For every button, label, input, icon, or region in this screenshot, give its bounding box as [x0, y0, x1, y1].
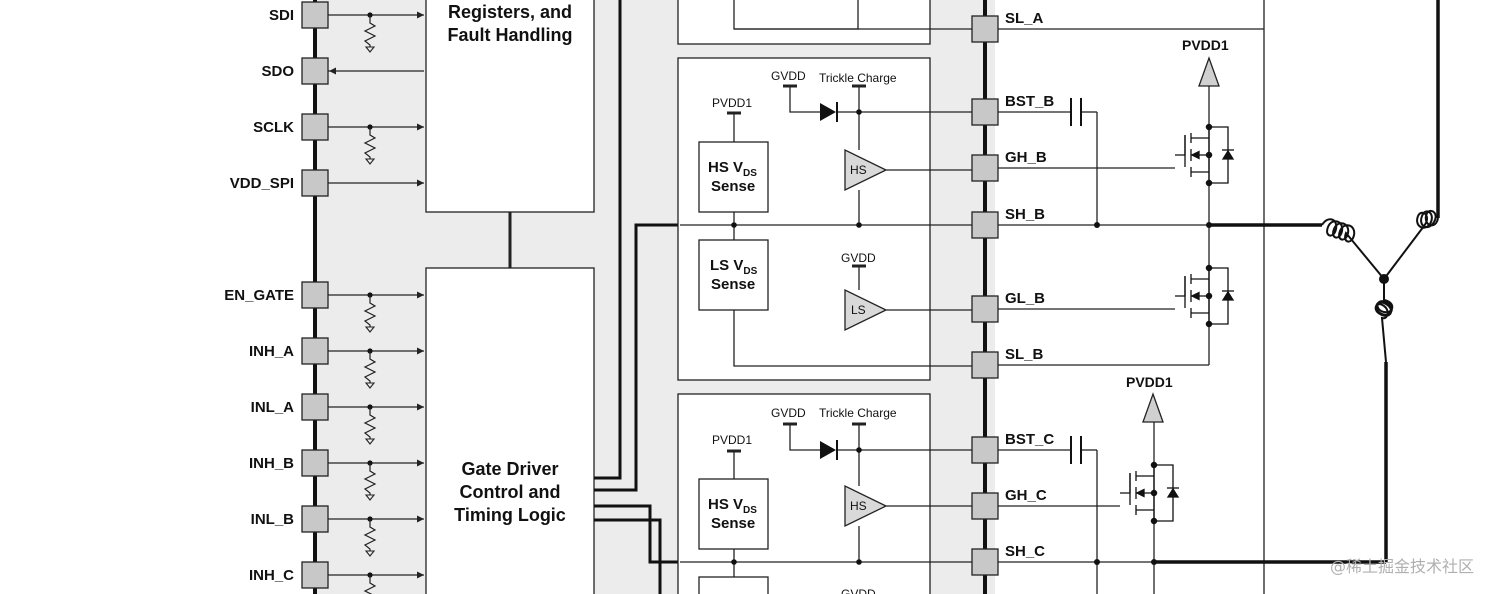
hs-sense-b-text2: Sense — [711, 178, 755, 195]
right-pins: SL_A BST_B GH_B SH_B GL_B SL_B BST_C GH_C SH_C — [971, 10, 1054, 576]
gate-driver-label-3: Timing Logic — [454, 505, 566, 525]
phase-a-box — [677, 0, 931, 45]
mosfet-low-b — [1175, 264, 1235, 328]
right-pin-bst_b: BST_B — [971, 93, 1054, 126]
ls-amp-b-label: LS — [851, 303, 866, 317]
left-pin-inl_a: INL_A — [251, 393, 424, 445]
diode-b — [820, 103, 836, 121]
left-pin-inh_b: INH_B — [249, 449, 424, 501]
right-pin-sl_a: SL_A — [971, 10, 1044, 43]
left-pins: SDI SDO SCLK VDD_SPI EN_GATE INH_A INL_A INH_B I… — [224, 1, 424, 594]
left-pin-sclk: SCLK — [253, 113, 424, 165]
mosfet-high-c — [1120, 461, 1180, 525]
hs-sense-b-text: HS VDS — [708, 159, 757, 179]
hs-amp-c-label: HS — [850, 499, 867, 513]
right-pin-label: SH_C — [1005, 543, 1045, 560]
left-pin-label: INH_B — [249, 455, 294, 472]
hs-amp-b — [844, 148, 888, 192]
trickle-label-c: Trickle Charge — [819, 406, 897, 420]
motor-phase-lines — [1154, 0, 1440, 564]
control-bus — [594, 0, 680, 594]
hs-amp-c — [844, 484, 888, 528]
left-pin-vdd_spi: VDD_SPI — [230, 169, 424, 197]
right-pin-label: BST_C — [1005, 431, 1054, 448]
hs-amp-b-label: HS — [850, 163, 867, 177]
ls-sense-b-text2: Sense — [711, 276, 755, 293]
right-pin-gl_b: GL_B — [971, 290, 1045, 323]
hs-sense-c-text: HS VDS — [708, 496, 757, 516]
capacitor-bst-b — [1070, 98, 1082, 126]
left-pin-inh_a: INH_A — [249, 337, 424, 389]
right-pin-gh_c: GH_C — [971, 487, 1047, 520]
trickle-label-b: Trickle Charge — [819, 71, 897, 85]
left-pin-label: SDO — [261, 63, 294, 80]
left-pin-label: VDD_SPI — [230, 175, 294, 192]
right-pin-label: SL_B — [1005, 346, 1044, 363]
left-pin-label: INH_A — [249, 343, 294, 360]
right-pin-label: GH_C — [1005, 487, 1047, 504]
capacitor-bst-c — [1070, 436, 1082, 464]
ls-vds-sense-c — [698, 576, 769, 594]
diode-c — [820, 441, 836, 459]
hs-sense-c-text2: Sense — [711, 515, 755, 532]
right-pin-sh_c: SH_C — [971, 543, 1045, 576]
gate-driver-label-2: Control and — [460, 482, 561, 502]
pvdd1-label-b: PVDD1 — [712, 96, 752, 110]
gvdd-label-b: GVDD — [771, 69, 806, 83]
left-pin-label: EN_GATE — [224, 287, 294, 304]
left-pin-label: INH_C — [249, 567, 294, 584]
pvdd1-supply-b-label: PVDD1 — [1182, 37, 1229, 53]
pvdd1-supply-c — [1142, 392, 1164, 423]
gvdd-label-b2: GVDD — [841, 251, 876, 265]
motor-star-point — [1379, 274, 1389, 284]
pvdd1-supply-c-label: PVDD1 — [1126, 374, 1173, 390]
gvdd-label-c2: GVDD — [841, 587, 876, 594]
pvdd1-label-c: PVDD1 — [712, 433, 752, 447]
right-pin-label: SH_B — [1005, 206, 1045, 223]
left-pin-en_gate: EN_GATE — [224, 281, 424, 333]
right-pin-label: GH_B — [1005, 149, 1047, 166]
registers-label-1: Registers, and — [448, 2, 572, 22]
right-pin-label: BST_B — [1005, 93, 1054, 110]
mosfet-high-b — [1175, 123, 1235, 187]
gate-driver-label-1: Gate Driver — [461, 459, 558, 479]
gvdd-label-c: GVDD — [771, 406, 806, 420]
hs-vds-sense-c — [698, 478, 769, 550]
right-pin-label: SL_A — [1005, 10, 1044, 27]
left-pin-label: INL_A — [251, 399, 295, 416]
registers-label-2: Fault Handling — [448, 25, 573, 45]
watermark: @稀土掘金技术社区 — [1330, 557, 1474, 576]
left-pin-label: SCLK — [253, 119, 294, 136]
registers-block — [425, 0, 595, 213]
pvdd1-supply-b — [1198, 56, 1220, 87]
ls-sense-b-text: LS VDS — [710, 257, 758, 277]
ls-amp-b — [844, 288, 888, 332]
motor-windings — [1321, 209, 1439, 363]
mosfets — [1120, 123, 1235, 525]
ls-vds-sense-b — [698, 239, 769, 311]
right-pin-label: GL_B — [1005, 290, 1045, 307]
left-pin-sdo: SDO — [261, 57, 424, 85]
hs-vds-sense-b — [698, 141, 769, 213]
gate-driver-block — [425, 267, 595, 594]
right-pin-sl_b: SL_B — [971, 346, 1044, 379]
left-pin-label: SDI — [269, 7, 294, 24]
left-pin-label: INL_B — [251, 511, 295, 528]
left-pin-inh_c: INH_C — [249, 561, 424, 594]
left-pin-sdi: SDI — [269, 1, 424, 53]
left-pin-inl_b: INL_B — [251, 505, 424, 557]
